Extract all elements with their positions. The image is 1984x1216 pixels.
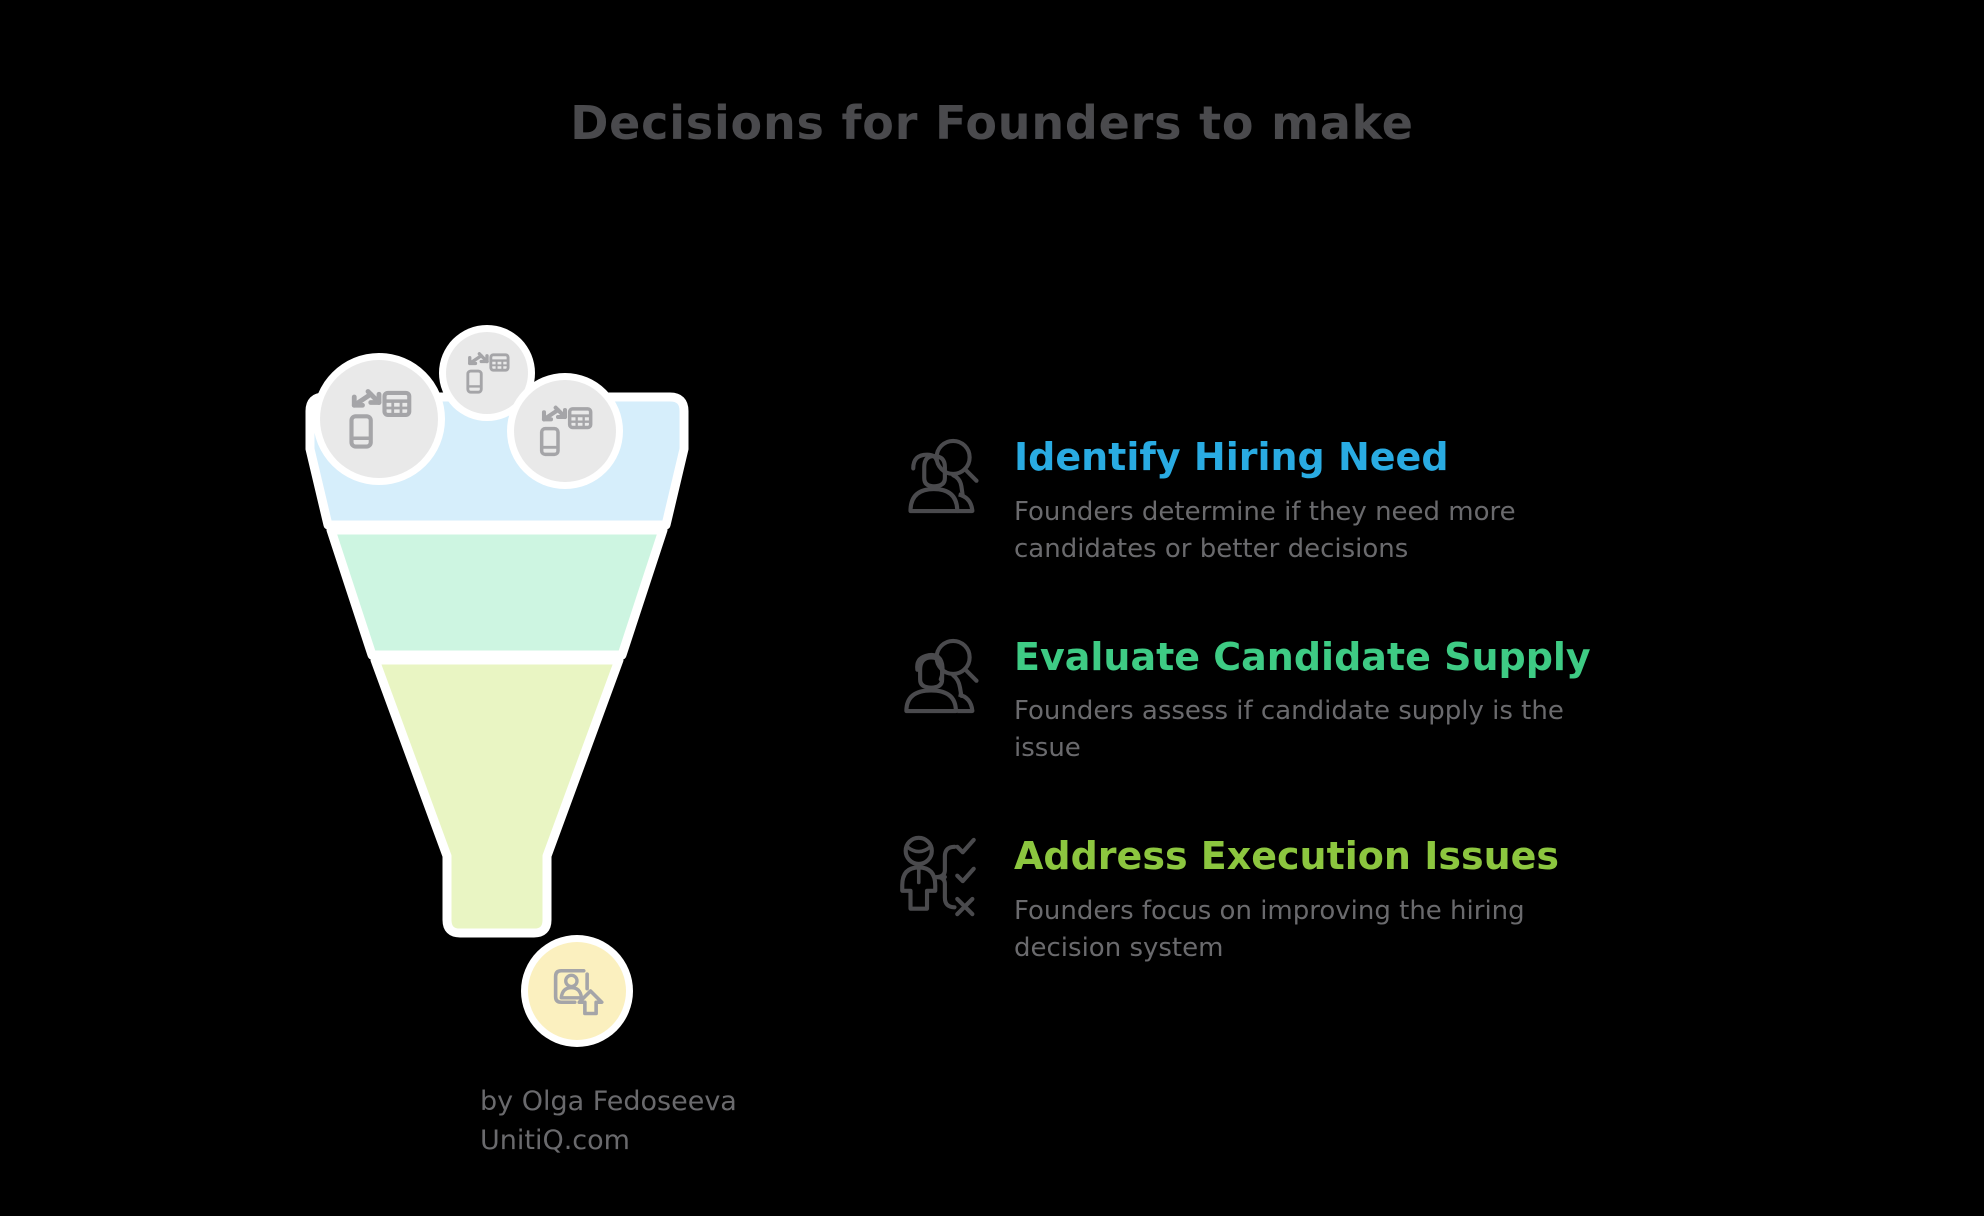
funnel-graphic [300,280,860,1080]
funnel-outlet-bubble [528,942,626,1040]
page-title: Decisions for Founders to make [570,96,1414,150]
list-item-body: Evaluate Candidate Supply Founders asses… [1014,630,1890,768]
list-item-description: Founders focus on improving the hiring d… [1014,896,1525,964]
person-decision-tree-icon-wrap [890,829,986,943]
funnel-band-3 [370,655,624,938]
list-item-heading: Evaluate Candidate Supply [1014,634,1591,679]
credit-site: UnitiQ.com [480,1125,630,1156]
list-item-description: Founders determine if they need more can… [1014,496,1516,564]
decision-list: Identify Hiring Need Founders determine … [890,430,1890,1029]
list-item-body: Identify Hiring Need Founders determine … [1014,430,1890,568]
person-search-icon-wrap [890,630,986,744]
list-item-description: Founders assess if candidate supply is t… [1014,696,1564,764]
funnel-input-bubble-3 [514,380,616,482]
list-item: Evaluate Candidate Supply Founders asses… [890,630,1890,768]
list-item-body: Address Execution Issues Founders focus … [1014,829,1890,967]
profile-upload-icon [553,968,604,1016]
people-search-icon-wrap [890,430,986,544]
funnel-band-2 [326,525,668,660]
mobile-data-sync-icon [349,389,412,449]
mobile-data-sync-icon [466,352,510,394]
person-decision-tree-icon [900,836,976,917]
list-item-heading: Identify Hiring Need [1014,435,1449,479]
person-search-icon [904,638,979,713]
funnel-input-bubble-2 [320,360,438,478]
list-item: Address Execution Issues Founders focus … [890,829,1890,967]
credit-author: by Olga Fedoseeva [480,1086,737,1117]
people-search-icon [908,438,979,514]
funnel-input-bubble-1 [446,332,528,414]
mobile-data-sync-icon [539,405,593,457]
list-item: Identify Hiring Need Founders determine … [890,430,1890,568]
list-item-heading: Address Execution Issues [1014,834,1560,879]
